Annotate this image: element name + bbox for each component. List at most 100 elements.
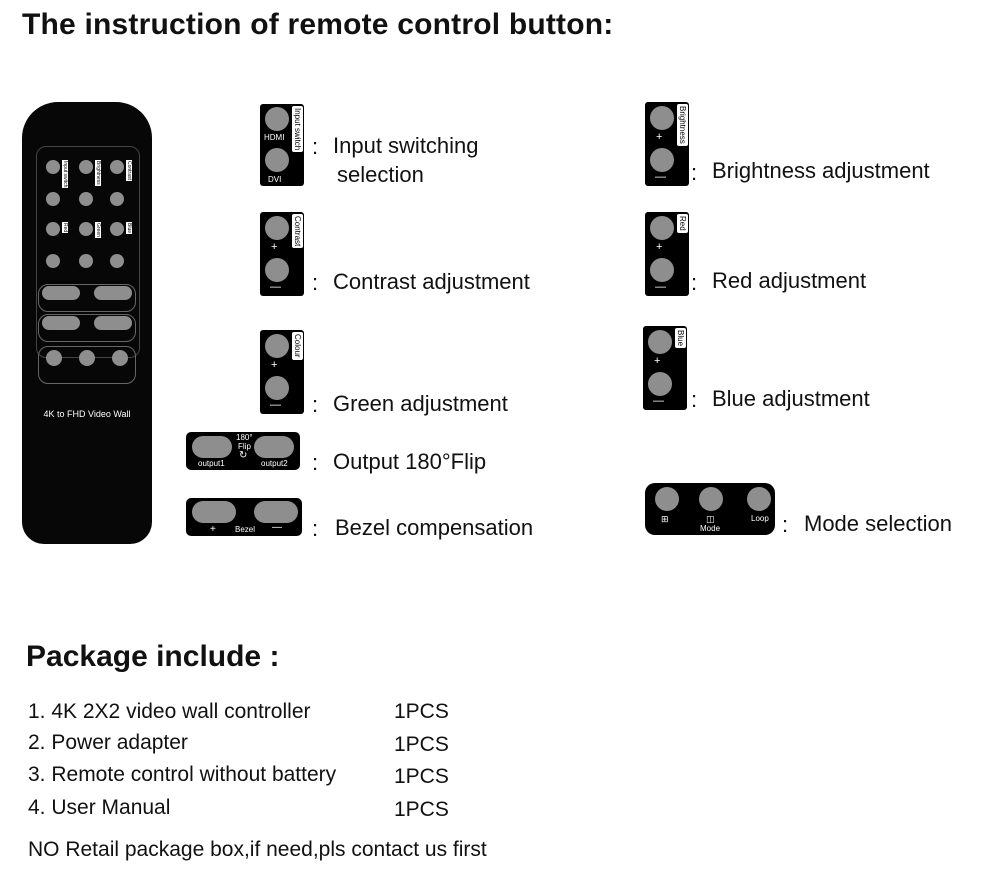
remote-blue-minus: [110, 254, 124, 268]
package-note: NO Retail package box,if need,pls contac…: [28, 838, 487, 861]
red-text: Red adjustment: [712, 268, 867, 293]
colon: :: [312, 450, 319, 475]
minus-icon: —: [270, 399, 281, 411]
package-item-qty: 1PCS: [394, 798, 449, 821]
colour-panel: + — Colour: [260, 330, 304, 414]
brightness-plus-image: [650, 106, 674, 130]
blue-plus-image: [648, 330, 672, 354]
colour-plus-image: [265, 334, 289, 358]
mode-quad-button-image: [655, 487, 679, 511]
plus-icon: +: [271, 359, 278, 371]
remote-green-plus: [79, 222, 93, 236]
minus-icon: —: [272, 522, 282, 533]
brightness-panel: + — Brightness: [645, 102, 689, 186]
minus-icon: —: [655, 171, 666, 183]
remote-bezel-group: [38, 314, 136, 342]
remote-output1-button: [42, 286, 80, 300]
remote-hdmi-button: [46, 160, 60, 174]
package-item: 4. User Manual: [28, 796, 171, 819]
mode-text: Mode selection: [804, 511, 952, 536]
colon: :: [312, 134, 319, 159]
red-plus-image: [650, 216, 674, 240]
remote-bezel-minus: [94, 316, 132, 330]
package-item: 1. 4K 2X2 video wall controller: [28, 700, 311, 723]
input-switching-text: Input switching: [333, 133, 479, 158]
package-item: 2. Power adapter: [28, 731, 188, 754]
colon: :: [312, 270, 319, 295]
contrast-plus-image: [265, 216, 289, 240]
input-switch-label: Input switch: [292, 106, 303, 153]
package-item: 3. Remote control without battery: [28, 763, 337, 786]
quad-mode-icon: ⊞: [661, 514, 669, 524]
input-switching-text-2: selection: [337, 162, 424, 187]
hdmi-label: HDMI: [264, 133, 285, 142]
flip-label: Flip: [238, 442, 251, 451]
remote-caption: 4K to FHD Video Wall: [43, 409, 131, 419]
flip-text: Output 180°Flip: [333, 449, 487, 474]
loop-button-image: [747, 487, 771, 511]
blue-minus-image: [648, 372, 672, 396]
contrast-panel: + — Contrast: [260, 212, 304, 296]
contrast-label: Contrast: [292, 214, 303, 249]
loop-label: Loop: [751, 514, 769, 523]
bezel-minus-image: [254, 501, 298, 523]
bezel-panel: + Bezel —: [186, 498, 302, 536]
red-label: Red: [677, 214, 688, 233]
remote-mode-quad-button: [46, 350, 62, 366]
mode-label: Mode: [700, 524, 721, 533]
remote-contrast-plus: [110, 160, 124, 174]
blue-text: Blue adjustment: [712, 386, 870, 411]
output2-button-image: [254, 436, 294, 458]
remote-green-minus: [79, 254, 93, 268]
red-minus-image: [650, 258, 674, 282]
mode-split-button-image: [699, 487, 723, 511]
blue-panel: + — Blue: [643, 326, 687, 410]
package-item-qty: 1PCS: [394, 700, 449, 723]
colour-minus-image: [265, 376, 289, 400]
plus-icon: +: [656, 241, 663, 253]
output2-label: output2: [261, 459, 288, 468]
remote-red-plus: [46, 222, 60, 236]
hdmi-button-image: [265, 107, 289, 131]
colon: :: [691, 270, 698, 295]
remote-red-minus: [46, 254, 60, 268]
dvi-button-image: [265, 148, 289, 172]
bezel-plus-image: [192, 501, 236, 523]
package-item-qty: 1PCS: [394, 765, 449, 788]
remote-loop-button: [112, 350, 128, 366]
colon: :: [691, 387, 698, 412]
bezel-text: Bezel compensation: [335, 515, 534, 540]
flip-panel: 180° Flip ↻ output1 output2: [186, 432, 300, 470]
brightness-label: Brightness: [677, 104, 688, 146]
output1-button-image: [192, 436, 232, 458]
plus-icon: +: [654, 355, 661, 367]
bezel-label: Bezel: [235, 525, 256, 534]
page-title: The instruction of remote control button…: [22, 8, 614, 41]
input-switch-panel: HDMI DVI Input switch: [260, 104, 304, 186]
rotate-icon: ↻: [239, 450, 248, 461]
package-heading: Package include :: [26, 640, 280, 673]
remote-red-label: Red: [62, 222, 68, 234]
minus-icon: —: [653, 395, 664, 407]
remote-brightness-label: Brightness: [95, 160, 101, 186]
remote-brightness-plus: [79, 160, 93, 174]
plus-icon: +: [656, 131, 663, 143]
mode-panel: ⊞ ◫ Mode Loop: [645, 483, 775, 535]
colour-label: Colour: [292, 332, 303, 360]
remote-flip-group: [38, 284, 136, 312]
colon: :: [782, 512, 789, 537]
red-panel: + — Red: [645, 212, 689, 296]
package-item-qty: 1PCS: [394, 733, 449, 756]
blue-label: Blue: [675, 328, 686, 349]
remote-input-label: Input switch: [62, 160, 68, 189]
plus-icon: +: [271, 241, 278, 253]
dvi-label: DVI: [268, 175, 282, 184]
remote-blue-plus: [110, 222, 124, 236]
brightness-minus-image: [650, 148, 674, 172]
remote-bezel-plus: [42, 316, 80, 330]
contrast-text: Contrast adjustment: [333, 269, 530, 294]
remote-contrast-minus: [110, 192, 124, 206]
green-text: Green adjustment: [333, 391, 508, 416]
brightness-text: Brightness adjustment: [712, 158, 930, 183]
remote-green-label: Green: [95, 222, 101, 238]
